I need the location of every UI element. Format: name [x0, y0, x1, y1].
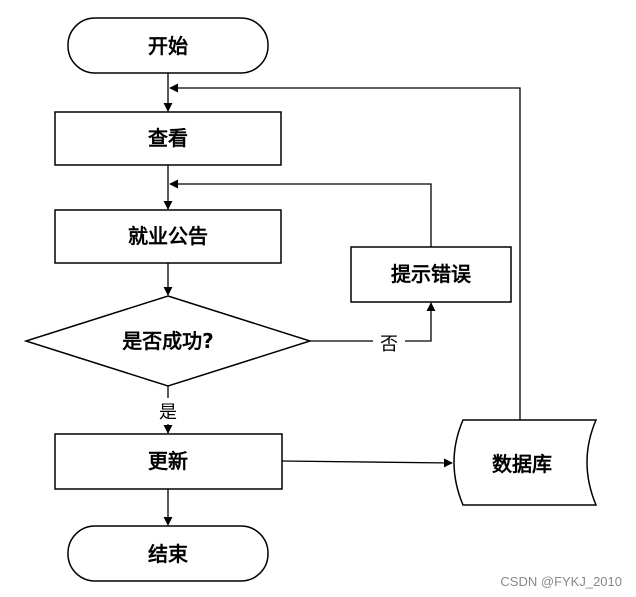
edge-label-yes: 是: [159, 402, 177, 423]
edge-update-database: [281, 458, 453, 468]
database-node: 数据库: [453, 419, 598, 506]
start-node: 开始: [67, 17, 269, 74]
end-node: 结束: [67, 525, 269, 582]
decision-label: 是否成功?: [121, 329, 214, 353]
error-node: 提示错误: [350, 246, 512, 303]
start-label: 开始: [148, 34, 188, 58]
decision-node: 是否成功?: [23, 295, 313, 387]
database-label: 数据库: [492, 452, 552, 476]
update-label: 更新: [148, 449, 188, 473]
announcement-label: 就业公告: [128, 224, 208, 248]
end-label: 结束: [148, 542, 189, 566]
view-label: 查看: [148, 126, 188, 150]
edge-error-loop: [169, 179, 432, 247]
error-label: 提示错误: [391, 262, 472, 286]
edge-decision-error: [310, 302, 436, 342]
edge-label-no: 否: [380, 334, 398, 355]
announcement-node: 就业公告: [54, 209, 282, 264]
edge-database-loop: [169, 83, 521, 420]
view-node: 查看: [54, 111, 282, 166]
watermark: CSDN @FYKJ_2010: [500, 574, 622, 589]
update-node: 更新: [54, 433, 283, 490]
